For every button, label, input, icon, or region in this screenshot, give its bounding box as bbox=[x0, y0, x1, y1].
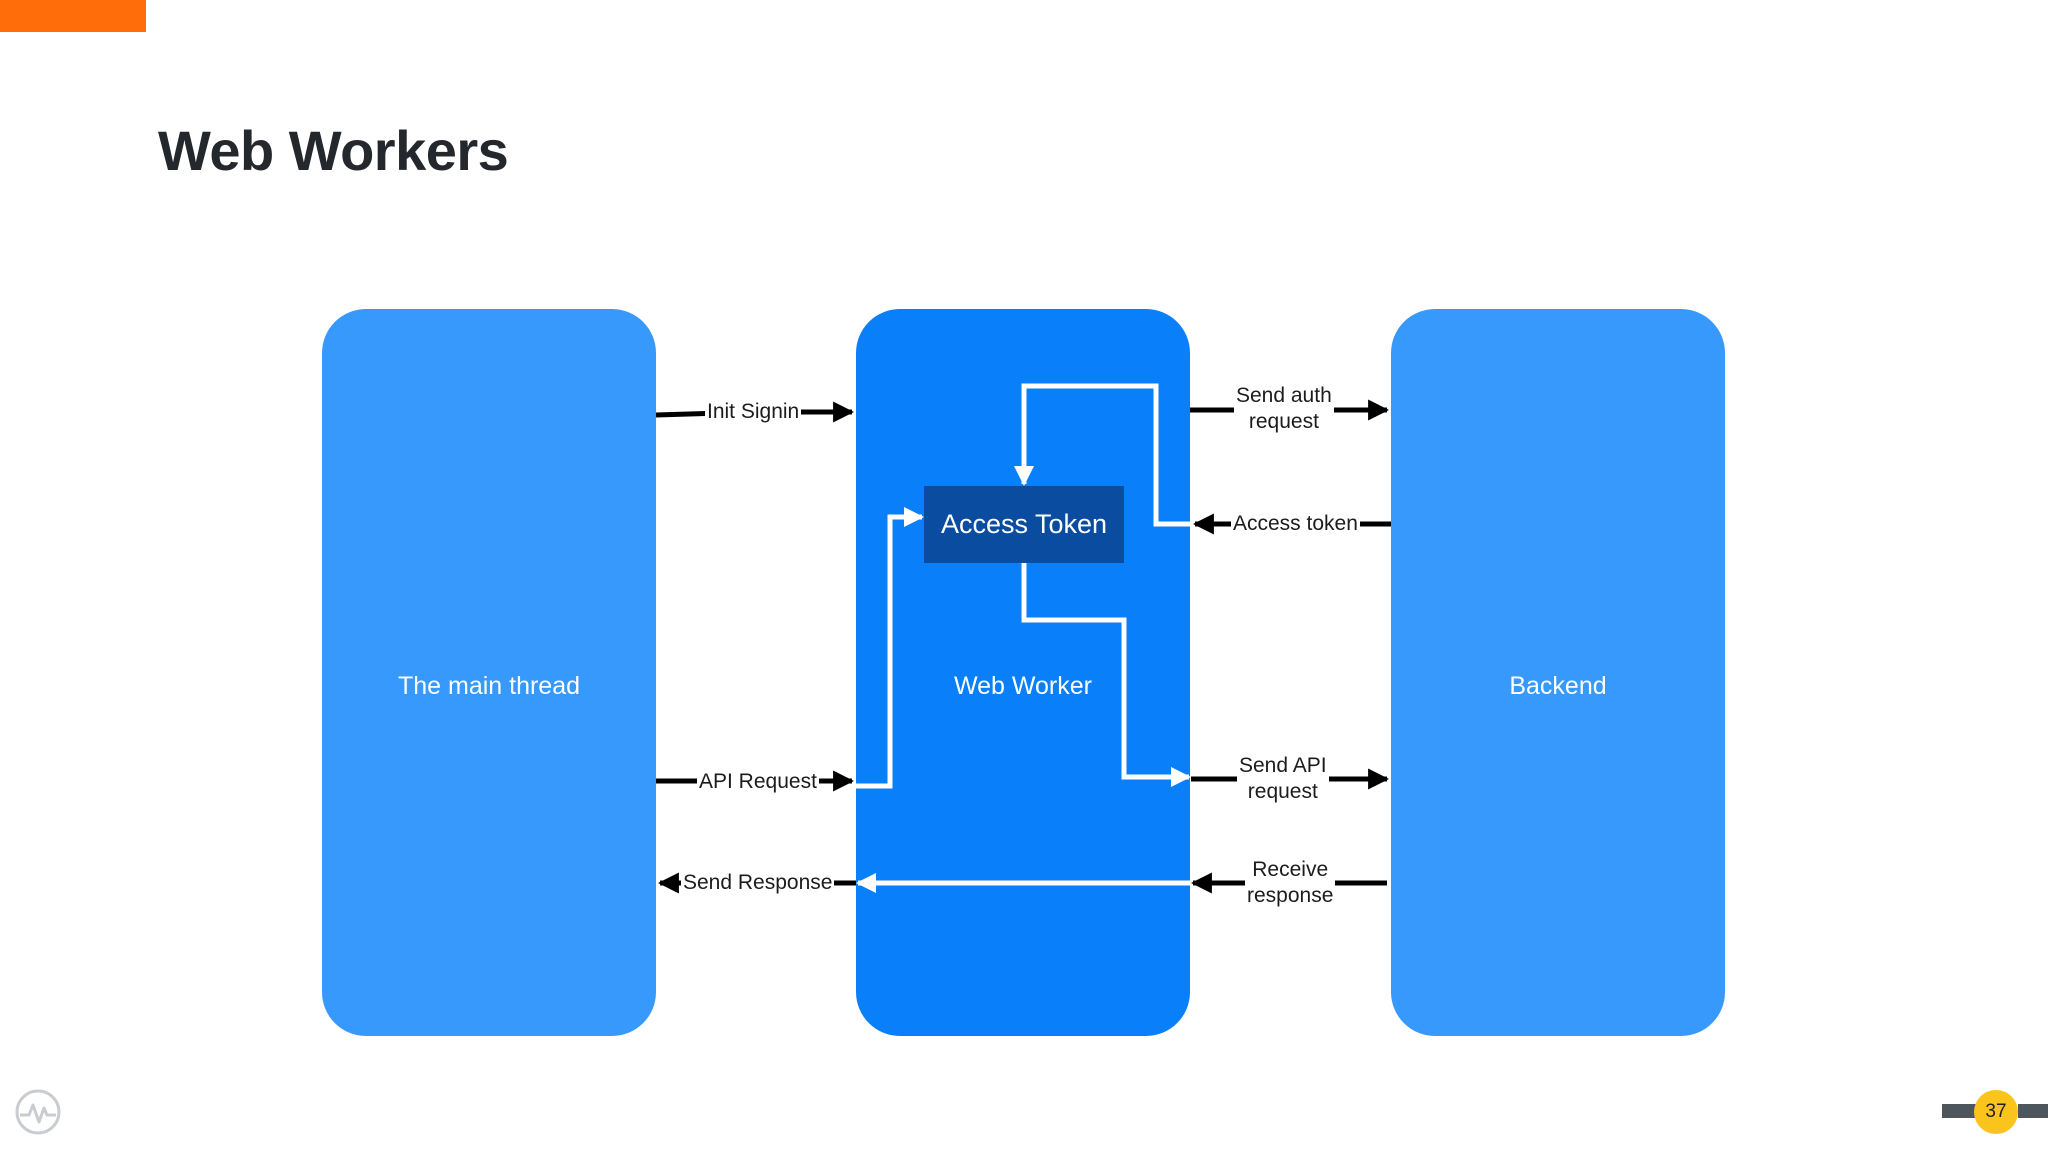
send-auth-label-line2: request bbox=[1248, 410, 1319, 433]
init-signin-label: Init Signin bbox=[705, 399, 802, 425]
backend-column bbox=[1391, 309, 1725, 1036]
api-request-label: API Request bbox=[697, 769, 819, 795]
receive-response-label: Receive response bbox=[1245, 857, 1336, 909]
page-number-badge: 37 bbox=[1974, 1090, 2018, 1134]
page-strip-left bbox=[1942, 1104, 1976, 1118]
send-api-label-line2: request bbox=[1247, 780, 1318, 803]
main-thread-label: The main thread bbox=[397, 672, 581, 700]
access-token-label: Access token bbox=[1231, 511, 1360, 537]
receive-response-label-line2: response bbox=[1247, 884, 1334, 907]
backend-label: Backend bbox=[1509, 672, 1607, 700]
accent-bar bbox=[0, 0, 146, 32]
send-auth-label: Send auth request bbox=[1234, 383, 1334, 435]
pulse-logo-icon bbox=[15, 1089, 61, 1135]
web-worker-label: Web Worker bbox=[953, 672, 1092, 700]
token-store-flow bbox=[1014, 383, 1191, 527]
page-strip-right bbox=[2018, 1104, 2048, 1118]
send-auth-label-line1: Send auth bbox=[1236, 384, 1332, 407]
token-to-api-flow bbox=[1021, 563, 1191, 787]
api-to-token-flow bbox=[856, 507, 924, 789]
main-thread-column bbox=[322, 309, 656, 1036]
send-api-label-line1: Send API bbox=[1239, 754, 1327, 777]
access-token-box: Access Token bbox=[924, 486, 1124, 563]
send-api-label: Send API request bbox=[1237, 753, 1329, 805]
send-response-label: Send Response bbox=[681, 870, 835, 896]
receive-response-label-line1: Receive bbox=[1252, 858, 1329, 881]
slide-title: Web Workers bbox=[158, 119, 509, 182]
